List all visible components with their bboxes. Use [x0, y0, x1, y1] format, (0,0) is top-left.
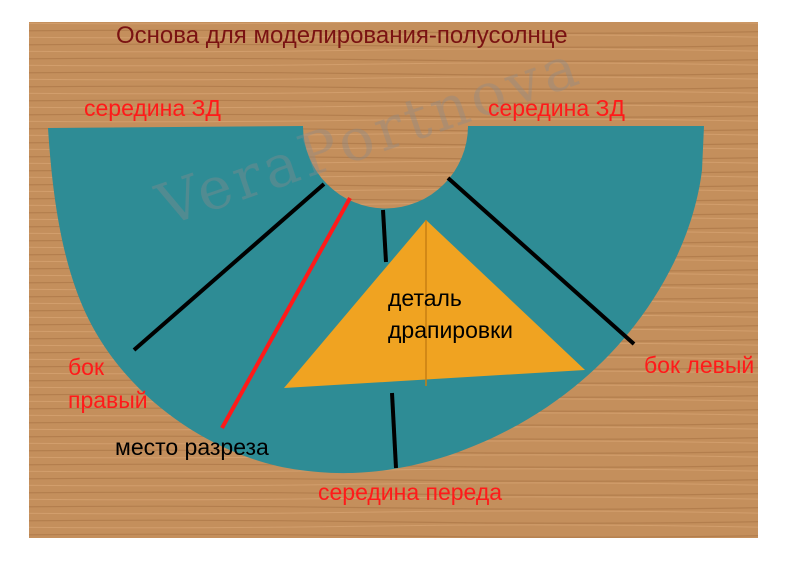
label-cut-place: место разреза [115, 434, 269, 460]
drape-piece [284, 220, 585, 388]
side-right-line [132, 182, 326, 352]
front-center-line [390, 392, 398, 469]
label-side-right-line1: бок [68, 354, 105, 380]
label-back-center-right: середина ЗД [488, 95, 625, 121]
label-back-center-left: середина ЗД [84, 95, 221, 121]
label-drape-line2: драпировки [388, 317, 514, 343]
label-drape-line1: деталь [388, 285, 462, 311]
small-marker-line [381, 209, 388, 263]
label-side-right-line2: правый [68, 387, 148, 413]
page-title: Основа для моделирования-полусолнце [116, 22, 568, 49]
label-side-left: бок левый [644, 352, 755, 378]
side-left-line [446, 176, 636, 346]
cut-line [220, 197, 352, 429]
label-front-center: середина переда [318, 479, 503, 505]
